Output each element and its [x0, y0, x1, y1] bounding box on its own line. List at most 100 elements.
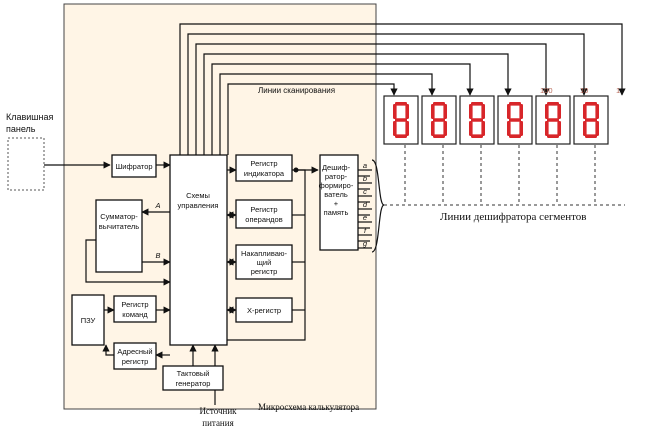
digit-6-segment-c	[595, 121, 599, 136]
control-block	[169, 154, 228, 346]
chip-label: Микросхема калькулятора	[258, 402, 359, 412]
x-register-label: Х-регистр	[247, 306, 281, 315]
digit-5-segment-c	[557, 121, 561, 136]
address-register-block	[113, 342, 157, 370]
address-register-label-1: Адресный	[117, 347, 152, 356]
segment-label-g: g	[363, 239, 368, 248]
segment-label-c: c	[363, 187, 367, 196]
digit-mark-10: 10	[580, 86, 588, 95]
digit-1-segment-e	[393, 121, 397, 136]
digit-3-segment-e	[469, 121, 473, 136]
digit-2-segment-e	[431, 121, 435, 136]
digit-6-segment-f	[583, 104, 587, 119]
accumulator-register-label-2: щий	[257, 258, 272, 267]
bus-a-label: A	[154, 201, 160, 210]
digit-1-segment-f	[393, 104, 397, 119]
segment-label-b: b	[363, 174, 367, 183]
digit-3-segment-g	[471, 118, 483, 122]
digit-5-segment-a	[547, 102, 559, 106]
digit-4-segment-d	[509, 134, 521, 138]
digit-4-segment-g	[509, 118, 521, 122]
encoder-block	[111, 154, 157, 178]
control-label-2: управления	[178, 201, 219, 210]
digit-6-segment-g	[585, 118, 597, 122]
digit-1-segment-d	[395, 134, 407, 138]
digit-1-segment-b	[405, 104, 409, 119]
digit-5-segment-g	[547, 118, 559, 122]
digit-5-segment-d	[547, 134, 559, 138]
decoder-label-1: Дешиф-	[322, 163, 351, 172]
clock-generator-block	[162, 365, 224, 391]
rom-block	[71, 294, 105, 346]
accumulator-register-block	[235, 244, 293, 280]
decoder-label-6: память	[324, 208, 349, 217]
operand-register-block	[235, 199, 293, 229]
digit-mark-1: 1	[616, 86, 620, 95]
digit-5-segment-b	[557, 104, 561, 119]
segment-label-f: f	[364, 226, 367, 235]
indicator-register-label-1: Регистр	[250, 159, 277, 168]
digit-1-segment-a	[395, 102, 407, 106]
encoder-label: Шифратор	[115, 162, 152, 171]
segment-label-d: d	[363, 200, 368, 209]
keyboard-panel	[7, 137, 45, 191]
decoder-label-2: ратор-	[325, 172, 348, 181]
operand-register-label-1: Регистр	[250, 205, 277, 214]
digit-6-segment-b	[595, 104, 599, 119]
digit-6-segment-a	[585, 102, 597, 106]
decoder-label-4: ватель	[324, 190, 348, 199]
accumulator-register-label-3: регистр	[251, 267, 278, 276]
segment-lines-label: Линии дешифратора сегментов	[440, 211, 586, 223]
keyboard-label-1: Клавишная	[6, 112, 54, 122]
digit-4-segment-e	[507, 121, 511, 136]
digit-1-segment-g	[395, 118, 407, 122]
clock-label-2: генератор	[176, 379, 211, 388]
digit-3-segment-b	[481, 104, 485, 119]
bus-b-label: B	[155, 251, 160, 260]
digit-2-segment-d	[433, 134, 445, 138]
digit-2-segment-g	[433, 118, 445, 122]
digit-3-segment-f	[469, 104, 473, 119]
address-register-label-2: регистр	[122, 357, 149, 366]
digit-4-segment-b	[519, 104, 523, 119]
decoder-label-5: +	[334, 199, 339, 208]
digit-4-segment-a	[509, 102, 521, 106]
digit-2-segment-a	[433, 102, 445, 106]
clock-label-1: Тактовый	[177, 369, 210, 378]
adder-subtractor-block	[95, 199, 143, 273]
command-register-block	[113, 295, 157, 323]
digit-6-segment-d	[585, 134, 597, 138]
digit-1-segment-c	[405, 121, 409, 136]
seven-segment-displays	[383, 95, 609, 145]
rom-label: ПЗУ	[81, 316, 96, 325]
power-label-1: Источник	[199, 406, 237, 416]
digit-4-segment-c	[519, 121, 523, 136]
adder-label-2: вычитатель	[99, 222, 139, 231]
decoder-label-3: формиро-	[319, 181, 354, 190]
digit-mark-100: 100	[540, 86, 553, 95]
decoder-segment-outputs: a b c d e f g	[358, 161, 370, 248]
operand-register-label-2: операндов	[245, 215, 282, 224]
digit-2-segment-f	[431, 104, 435, 119]
wires	[44, 23, 626, 405]
segment-label-e: e	[363, 213, 367, 222]
digit-2-segment-c	[443, 121, 447, 136]
digit-6-segment-e	[583, 121, 587, 136]
indicator-register-block	[235, 154, 293, 182]
command-register-label-1: Регистр	[121, 300, 148, 309]
power-label-2: питания	[202, 418, 233, 428]
indicator-register-label-2: индикатора	[244, 169, 285, 178]
digit-4-segment-f	[507, 104, 511, 119]
command-register-label-2: команд	[122, 310, 148, 319]
accumulator-register-label-1: Накапливаю-	[241, 249, 288, 258]
digit-5-segment-e	[545, 121, 549, 136]
digit-3-segment-a	[471, 102, 483, 106]
x-register-block	[235, 297, 293, 323]
digit-2-segment-b	[443, 104, 447, 119]
digit-5-segment-f	[545, 104, 549, 119]
adder-label-1: Сумматор-	[100, 212, 138, 221]
control-label-1: Схемы	[186, 191, 210, 200]
segment-label-a: a	[363, 161, 367, 170]
